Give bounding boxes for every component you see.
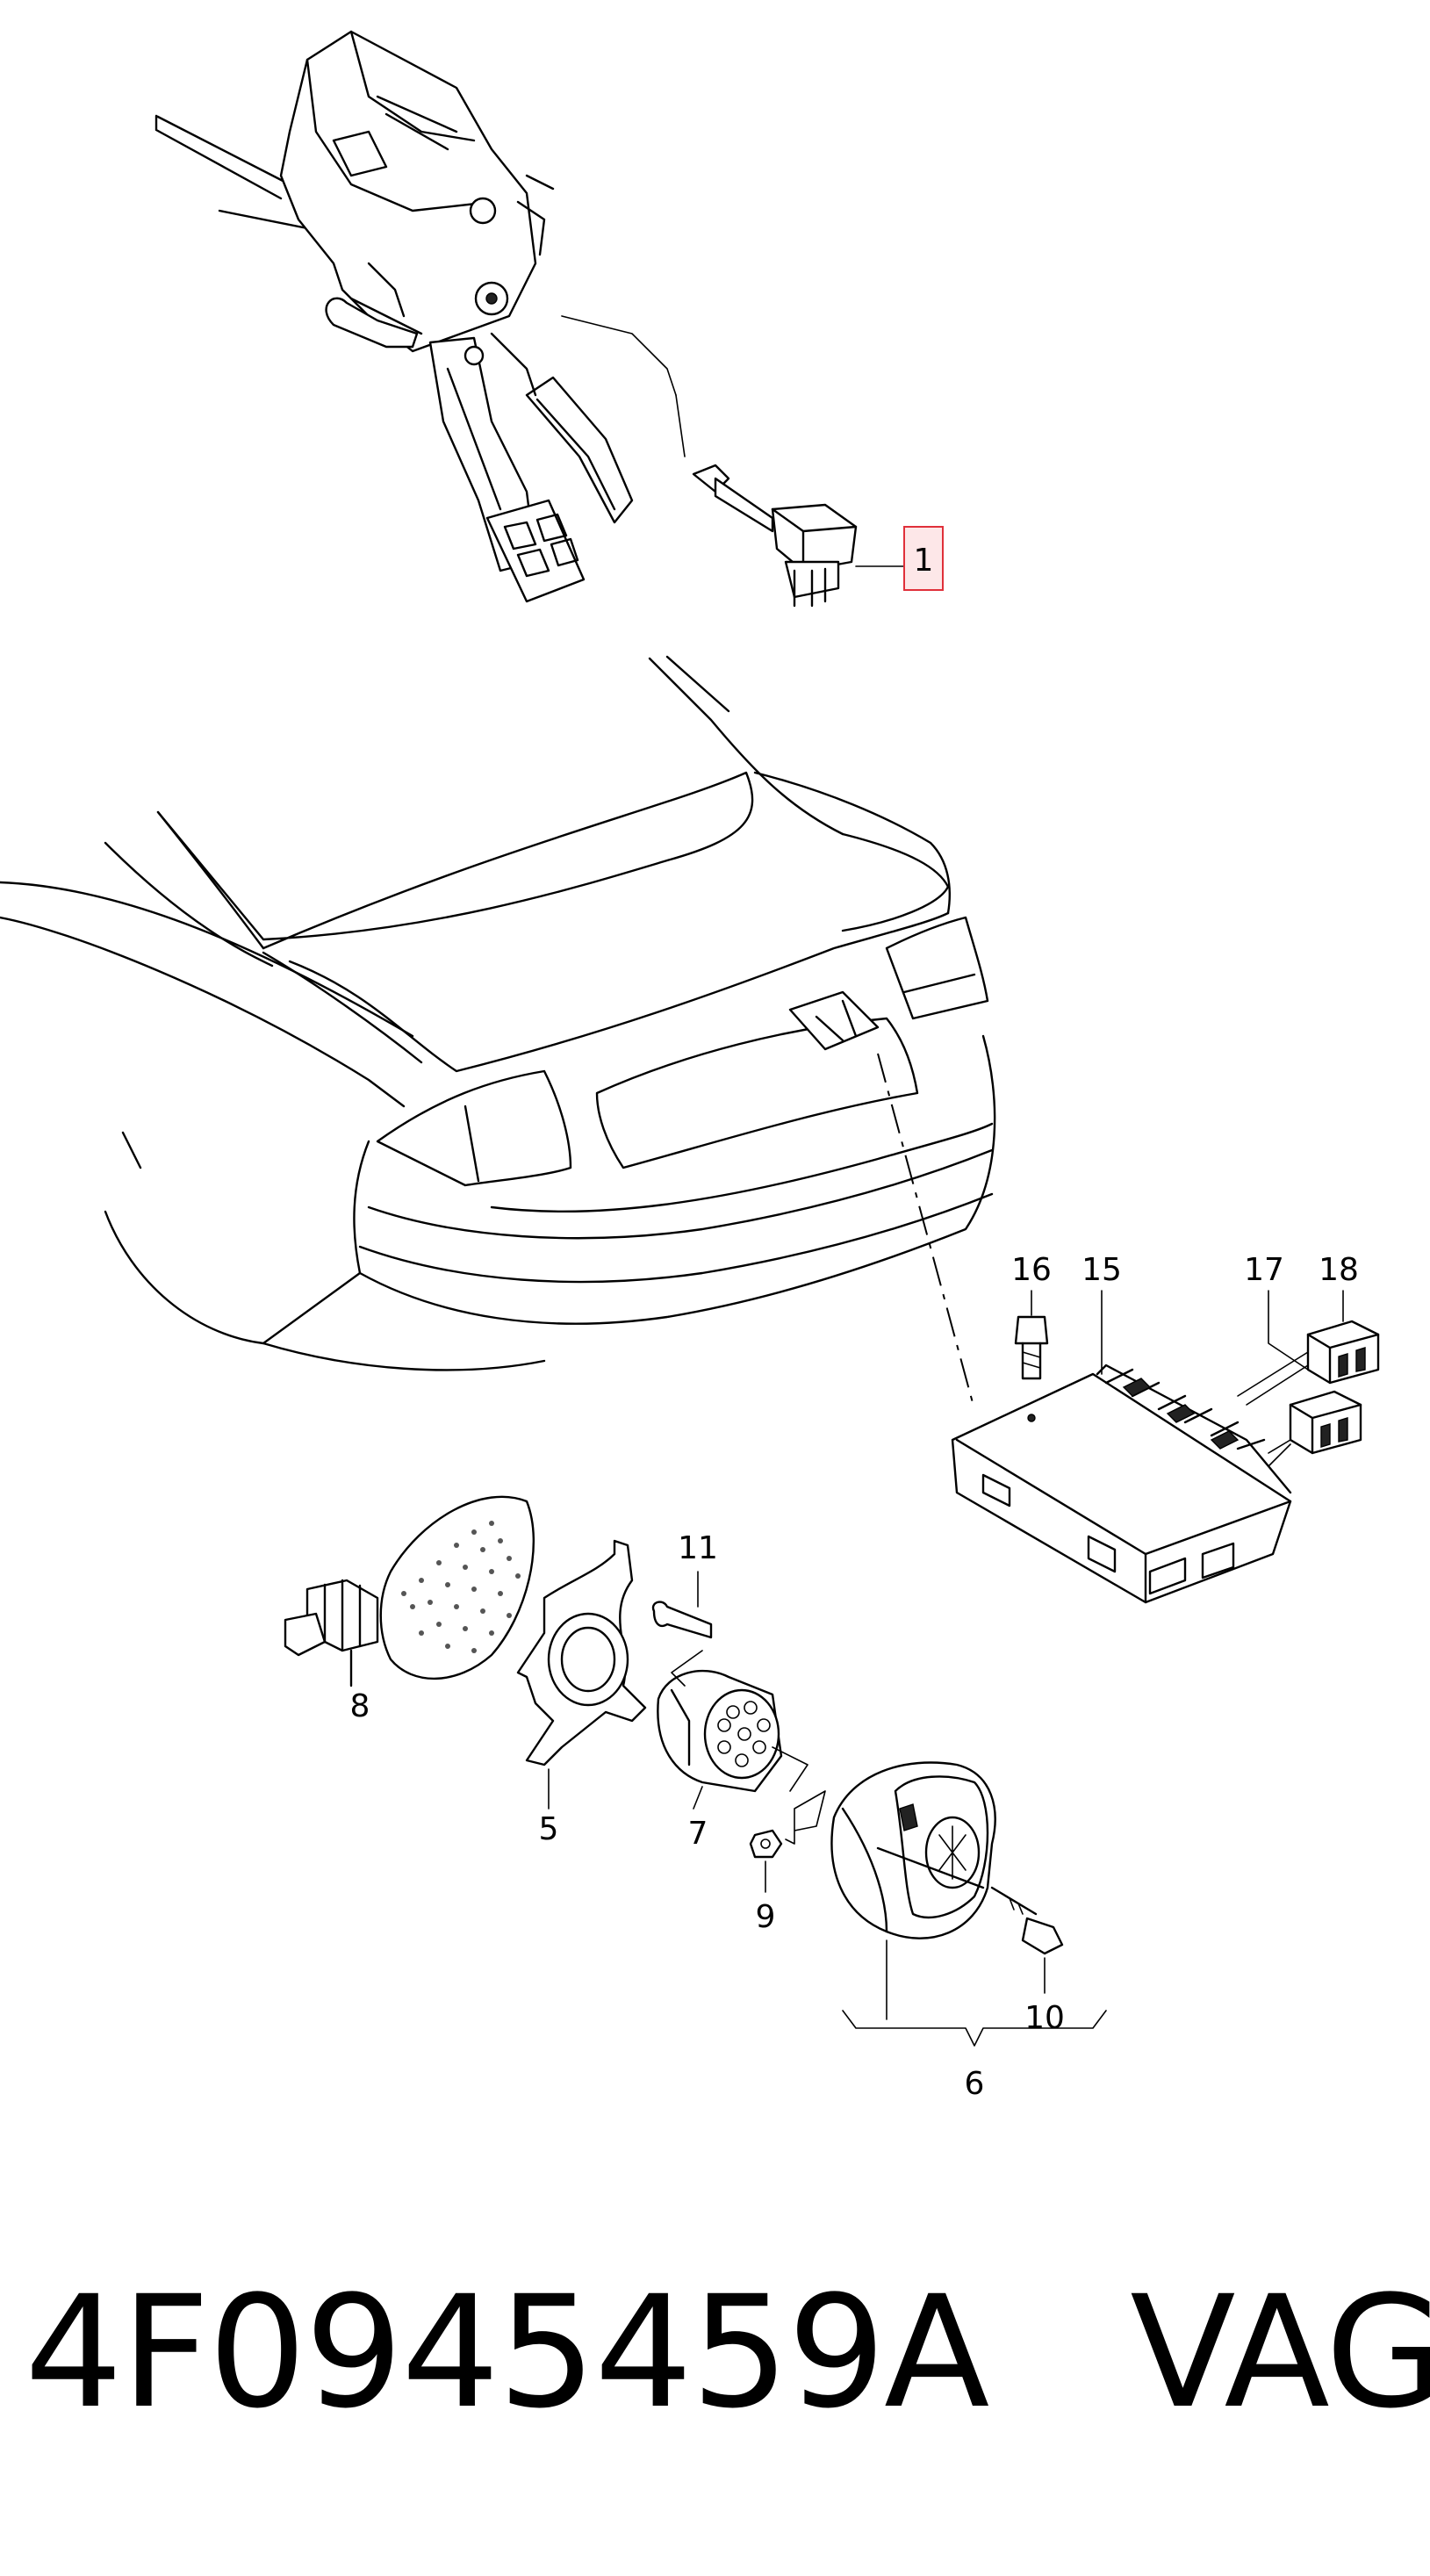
callout-8[interactable]: 8 xyxy=(350,1688,370,1724)
car-rear-view xyxy=(0,655,996,1371)
callout-6[interactable]: 6 xyxy=(965,2066,985,2102)
callout-7[interactable]: 7 xyxy=(688,1816,708,1852)
control-module xyxy=(951,1364,1292,1604)
connectors-17-18 xyxy=(1237,1290,1380,1467)
pin-11 xyxy=(651,1571,713,1639)
callout-18[interactable]: 18 xyxy=(1319,1252,1359,1288)
bolt-16 xyxy=(1014,1290,1049,1380)
part-number: 4F0945459A xyxy=(25,2263,989,2443)
callout-1[interactable]: 1 xyxy=(855,526,944,591)
callout-11[interactable]: 11 xyxy=(678,1530,718,1566)
callout-5[interactable]: 5 xyxy=(539,1811,559,1847)
callout-1-highlight-box xyxy=(903,526,944,591)
brand-name: VAG xyxy=(1130,2263,1430,2443)
socket-7 xyxy=(657,1650,808,1810)
footer-part-code: 4F0945459A VAG xyxy=(25,2252,1430,2454)
nut-9 xyxy=(749,1790,826,1893)
callout-10[interactable]: 10 xyxy=(1024,2000,1065,2036)
callout-9[interactable]: 9 xyxy=(756,1899,776,1935)
pedal-assembly xyxy=(154,30,858,608)
footer-spacer xyxy=(988,2263,1130,2443)
callout-15[interactable]: 15 xyxy=(1081,1252,1122,1288)
callout-16[interactable]: 16 xyxy=(1011,1252,1052,1288)
housing-6 xyxy=(830,1761,1107,2047)
callout-17[interactable]: 17 xyxy=(1244,1252,1284,1288)
callout-1-label: 1 xyxy=(914,543,934,579)
screw-10 xyxy=(990,1886,1064,1994)
plug-8-cover xyxy=(284,1495,535,1687)
leader-line xyxy=(877,1053,975,1410)
bracket-5 xyxy=(516,1539,647,1810)
